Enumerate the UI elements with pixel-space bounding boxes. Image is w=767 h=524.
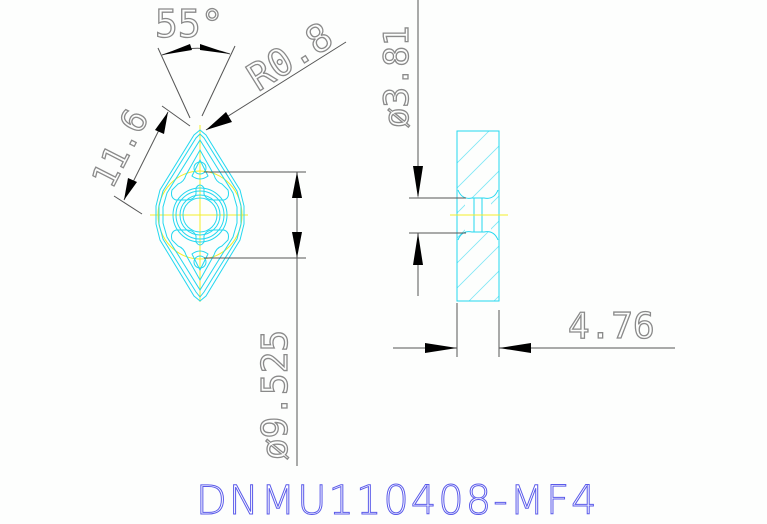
angle-label: 55°	[155, 2, 224, 46]
inscribed-circle-dimension: ø9.525	[204, 171, 306, 466]
angle-dimension-55: 55°	[154, 1, 236, 119]
hole-diameter-label: ø3.81	[377, 26, 417, 128]
thickness-label: 4.76	[568, 306, 655, 347]
radius-dimension: R0.8	[205, 13, 347, 131]
part-number-title: DNMU110408-MF4	[196, 478, 599, 524]
insert-side-section	[450, 130, 508, 302]
hole-diameter-dimension: ø3.81	[376, 0, 466, 296]
edge-length-dimension: 11.6	[84, 102, 191, 215]
radius-label: R0.8	[239, 14, 340, 100]
thickness-dimension: 4.76	[393, 303, 675, 357]
edge-length-label: 11.6	[84, 103, 157, 194]
inscribed-circle-label: ø9.525	[255, 330, 296, 460]
insert-top-view	[150, 125, 248, 302]
